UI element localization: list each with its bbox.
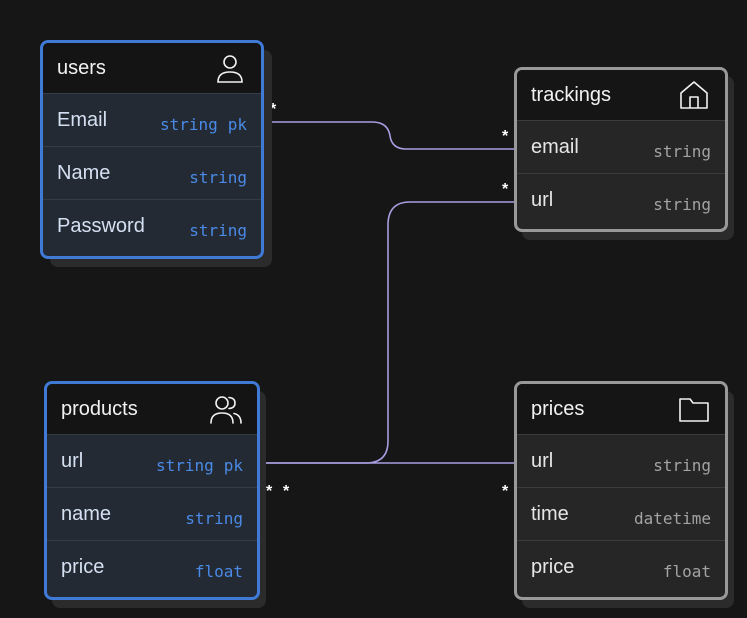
users-table-header[interactable]: users [43,43,261,93]
field-name: time [531,502,569,525]
field-name: name [61,502,112,525]
prices-table-title: prices [531,397,585,420]
trackings-table-title: trackings [531,83,612,106]
products-table-title: products [61,397,138,420]
field-name: Password [57,214,145,237]
field-name: price [61,555,105,578]
folder-icon [677,392,711,426]
cardinality-prices-url: * [502,483,509,500]
products-table-header[interactable]: products [47,384,257,434]
users-row-name[interactable]: Name string [43,146,261,199]
trackings-row-email[interactable]: email string [517,120,725,173]
primary-key-badge: pk [223,455,243,475]
prices-table[interactable]: prices url string time datetime price fl… [514,381,728,600]
field-name: url [531,449,554,472]
cardinality-trackings-email: * [502,128,509,145]
field-type: string [653,194,711,214]
products-row-price[interactable]: price float [47,540,257,593]
user-icon [213,51,247,85]
field-name: Name [57,161,111,184]
connector-products-url-to-trackings-url [256,201,520,464]
products-row-name[interactable]: name string [47,487,257,540]
field-type: string [653,141,711,161]
field-name: email [531,135,579,158]
field-type: string [189,167,247,187]
field-type: string [189,220,247,240]
cardinality-products-url-prices: * [283,483,290,500]
users-row-password[interactable]: Password string [43,199,261,252]
field-name: url [61,449,84,472]
home-icon [677,78,711,112]
field-name: Email [57,108,108,131]
cardinality-trackings-url: * [502,181,509,198]
trackings-row-url[interactable]: url string [517,173,725,226]
field-type: string [653,455,711,475]
prices-row-url[interactable]: url string [517,434,725,487]
field-type: datetime [633,508,711,528]
users-table-title: users [57,56,106,79]
field-type: string [185,508,243,528]
trackings-table-header[interactable]: trackings [517,70,725,120]
cardinality-products-url-trackings: * [266,483,273,500]
cardinality-users-email: * [270,101,277,118]
prices-table-header[interactable]: prices [517,384,725,434]
connector-users-email-to-trackings-email [258,121,520,150]
prices-row-price[interactable]: price float [517,540,725,593]
field-type: float [662,561,711,581]
field-type: float [194,561,243,581]
field-name: url [531,188,554,211]
trackings-table[interactable]: trackings email string url string [514,67,728,232]
field-name: price [531,555,575,578]
prices-row-time[interactable]: time datetime [517,487,725,540]
primary-key-badge: pk [227,114,247,134]
users-icon [209,392,243,426]
